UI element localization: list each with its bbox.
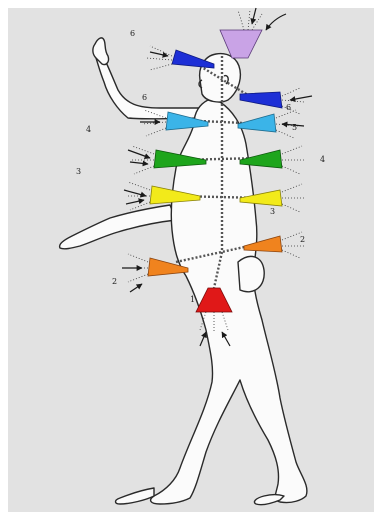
label-brow-back: 6 xyxy=(286,103,291,112)
label-root: 1 xyxy=(190,295,195,304)
label-sacral-back: 2 xyxy=(300,235,305,244)
label-heart: 4 xyxy=(86,125,91,134)
label-crown-side: 6 xyxy=(130,29,135,38)
label-solar: 3 xyxy=(76,167,81,176)
buttock xyxy=(238,256,264,291)
label-heart-back: 4 xyxy=(320,155,325,164)
label-brow: 6 xyxy=(142,93,147,102)
label-solar-back: 3 xyxy=(270,207,275,216)
label-throat-back: 5 xyxy=(292,123,297,132)
label-sacral: 2 xyxy=(112,277,117,286)
